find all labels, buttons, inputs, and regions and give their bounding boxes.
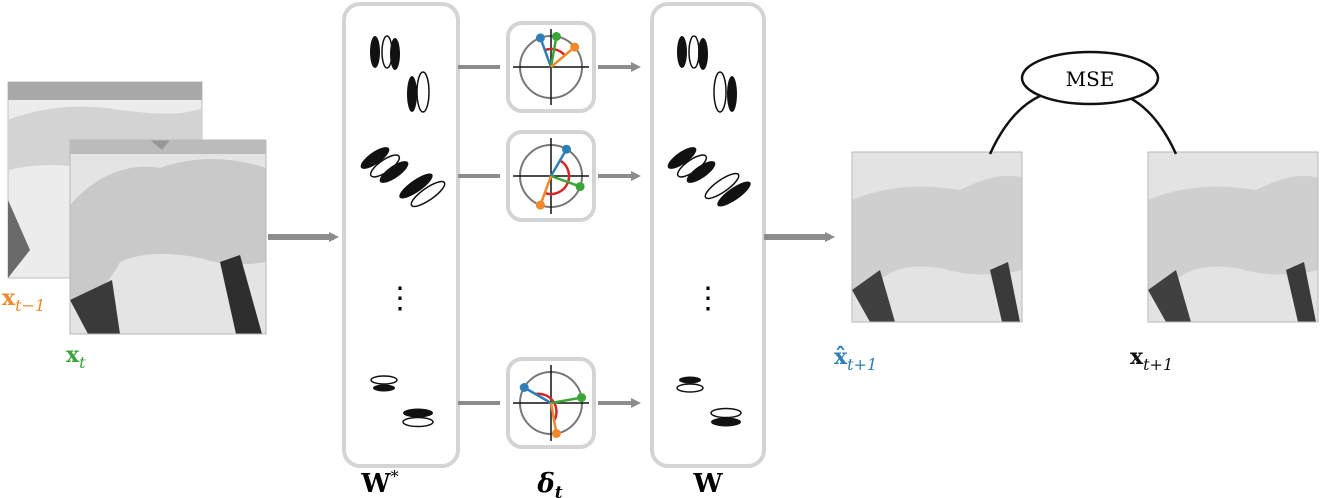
phase-vector-blue: [523, 386, 552, 405]
label-w-star: W*: [360, 467, 398, 498]
target-frame: [1147, 151, 1319, 323]
phase-point-orange: [551, 429, 561, 438]
input-frame-curr: [69, 139, 267, 335]
gabor-filter-pair-icon: [370, 375, 434, 428]
gabor-filter-pair-icon: [677, 35, 737, 113]
phase-point-blue: [519, 383, 529, 392]
phase-rows: [458, 21, 641, 449]
phase-point-orange: [570, 42, 580, 52]
mse-node: [1020, 50, 1160, 106]
phase-vector-green: [550, 396, 582, 405]
phase-vector-blue: [549, 148, 568, 177]
label-x-next: xt+1: [1130, 344, 1173, 374]
gabor-filter-pair-icon: [667, 147, 751, 207]
phase-vector-blue: [539, 37, 553, 68]
mse-label: MSE: [1066, 67, 1115, 91]
phase-shift-arc: [544, 47, 566, 57]
phase-vector-orange: [550, 46, 576, 68]
phase-point-green: [575, 182, 585, 192]
phase-point-blue: [535, 33, 545, 43]
mse-link-left: [988, 94, 1041, 155]
label-delta: δt: [536, 469, 562, 498]
label-x-hat-next: x̂t+1: [834, 344, 877, 374]
phase-point-green: [551, 32, 561, 41]
panel-w: [650, 2, 766, 468]
phase-point-blue: [562, 144, 571, 154]
label-x-curr: xt: [66, 342, 86, 372]
gabor-filter-pair-icon: [360, 147, 446, 208]
gabor-filter-pair-icon: [676, 376, 742, 427]
mse-link-right: [1125, 94, 1178, 155]
ellipsis-wstar: ⋮: [385, 281, 415, 316]
phase-point-green: [577, 393, 586, 403]
phase-vector-orange: [539, 175, 553, 206]
ellipsis-w: ⋮: [693, 281, 723, 316]
phase-shift-arc: [544, 159, 571, 196]
phase-vector-green: [549, 36, 558, 68]
phase-point-orange: [535, 200, 545, 210]
label-x-prev: xt−1: [2, 285, 45, 315]
label-w: W: [692, 469, 723, 498]
predicted-frame: [851, 151, 1023, 323]
panel-w-star: [342, 2, 460, 468]
phase-vector-green: [550, 174, 581, 188]
gabor-filter-pair-icon: [370, 35, 430, 113]
phase-vector-orange: [549, 402, 558, 434]
